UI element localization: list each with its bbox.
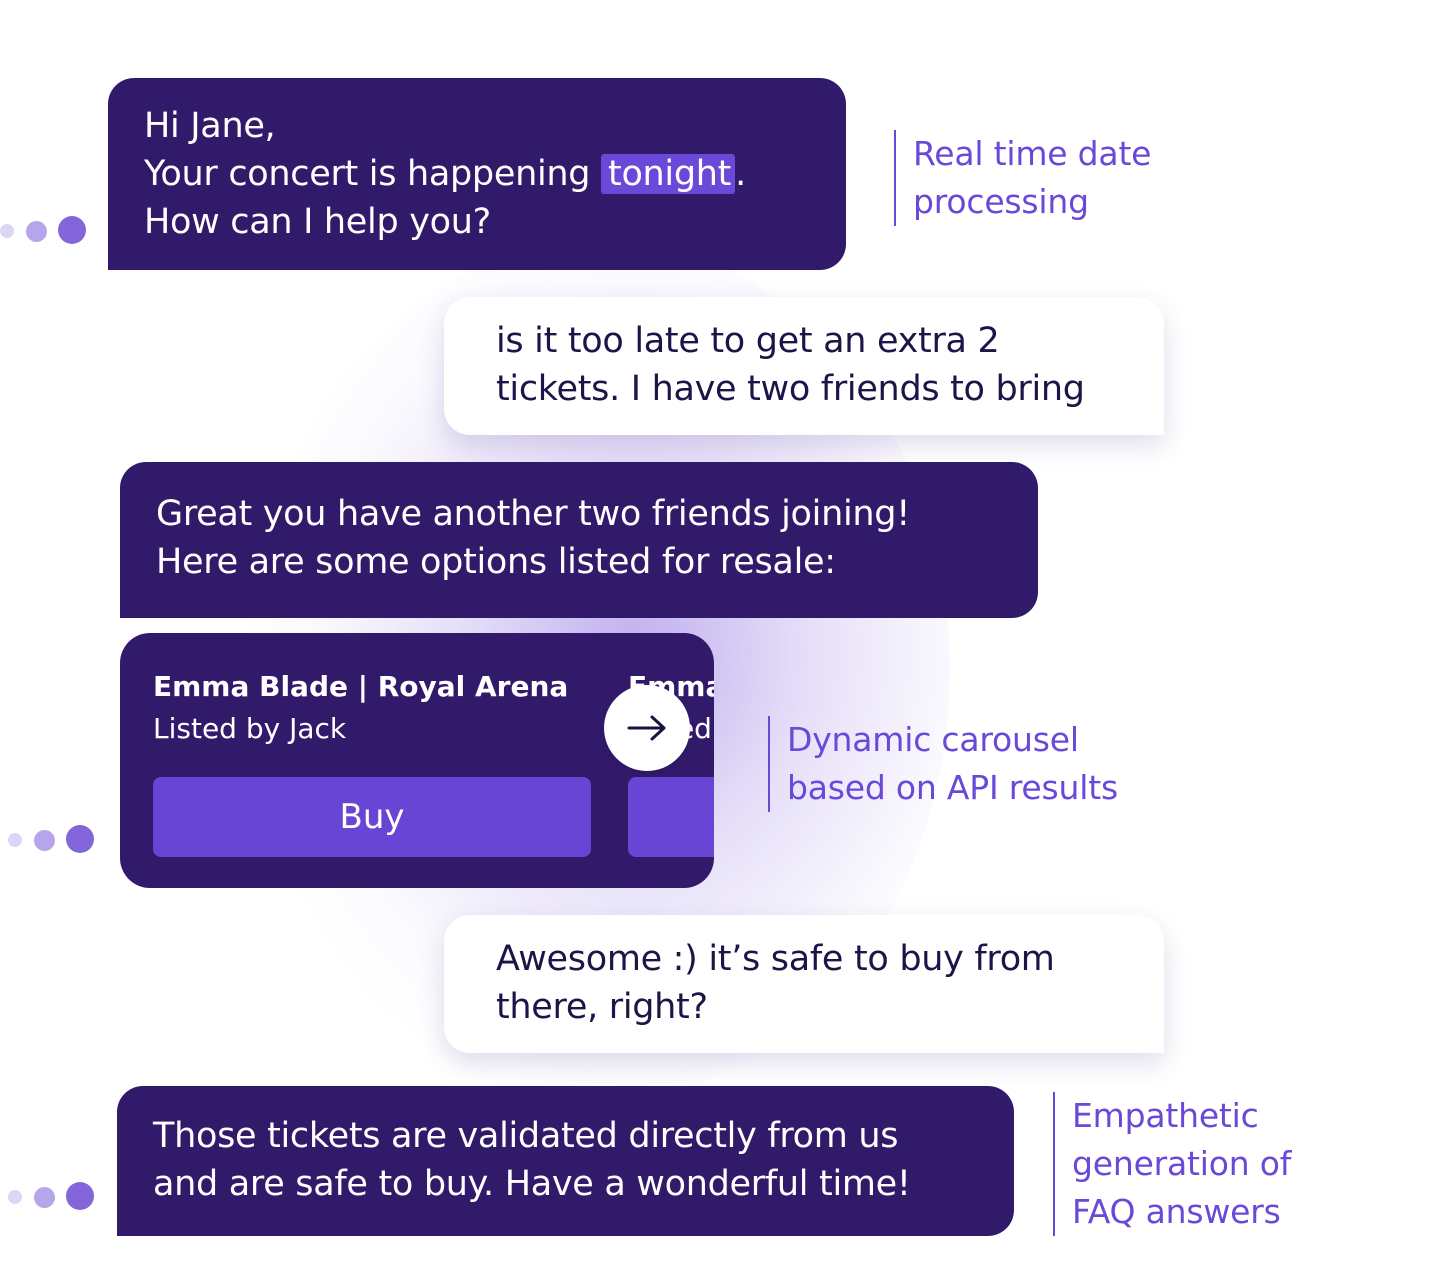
message-line: is it too late to get an extra 2 (496, 321, 1000, 361)
ticket-card-seller: Listed by Jack (153, 712, 347, 745)
message-line: Awesome :) it’s safe to buy from (496, 939, 1055, 979)
bot-message-greeting: Hi Jane, Your concert is happening tonig… (108, 78, 846, 270)
message-line: and are safe to buy. Have a wonderful ti… (153, 1164, 911, 1204)
ticket-carousel[interactable]: Emma Blade | Royal Arena Listed by Jack … (120, 633, 714, 888)
annotation-faq: Empathetic generation of FAQ answers (1053, 1092, 1291, 1236)
user-message-question: is it too late to get an extra 2 tickets… (444, 297, 1164, 435)
message-line: Your concert is happening tonight. (144, 154, 746, 194)
message-line: How can I help you? (144, 202, 491, 242)
typing-dots-indicator (8, 1182, 98, 1212)
bot-message-faq: Those tickets are validated directly fro… (117, 1086, 1014, 1236)
message-line: tickets. I have two friends to bring (496, 369, 1085, 409)
user-message-followup: Awesome :) it’s safe to buy from there, … (444, 915, 1164, 1053)
typing-dots-indicator (0, 216, 90, 246)
message-line: Great you have another two friends joini… (156, 494, 910, 534)
message-line: there, right? (496, 987, 708, 1027)
ticket-card-title: Emma Blade | Royal Arena (153, 670, 569, 703)
message-line: Hi Jane, (144, 106, 276, 146)
annotation-carousel: Dynamic carousel based on API results (768, 716, 1118, 812)
message-line: Here are some options listed for resale: (156, 542, 836, 582)
bot-message-options: Great you have another two friends joini… (120, 462, 1038, 618)
message-line: Those tickets are validated directly fro… (153, 1116, 899, 1156)
typing-dots-indicator (8, 825, 98, 855)
buy-button[interactable] (628, 777, 714, 857)
highlighted-date-word: tonight (601, 154, 736, 194)
buy-button[interactable]: Buy (153, 777, 591, 857)
annotation-date-processing: Real time date processing (894, 130, 1151, 226)
arrow-right-icon (627, 715, 666, 741)
carousel-next-button[interactable] (604, 685, 690, 771)
